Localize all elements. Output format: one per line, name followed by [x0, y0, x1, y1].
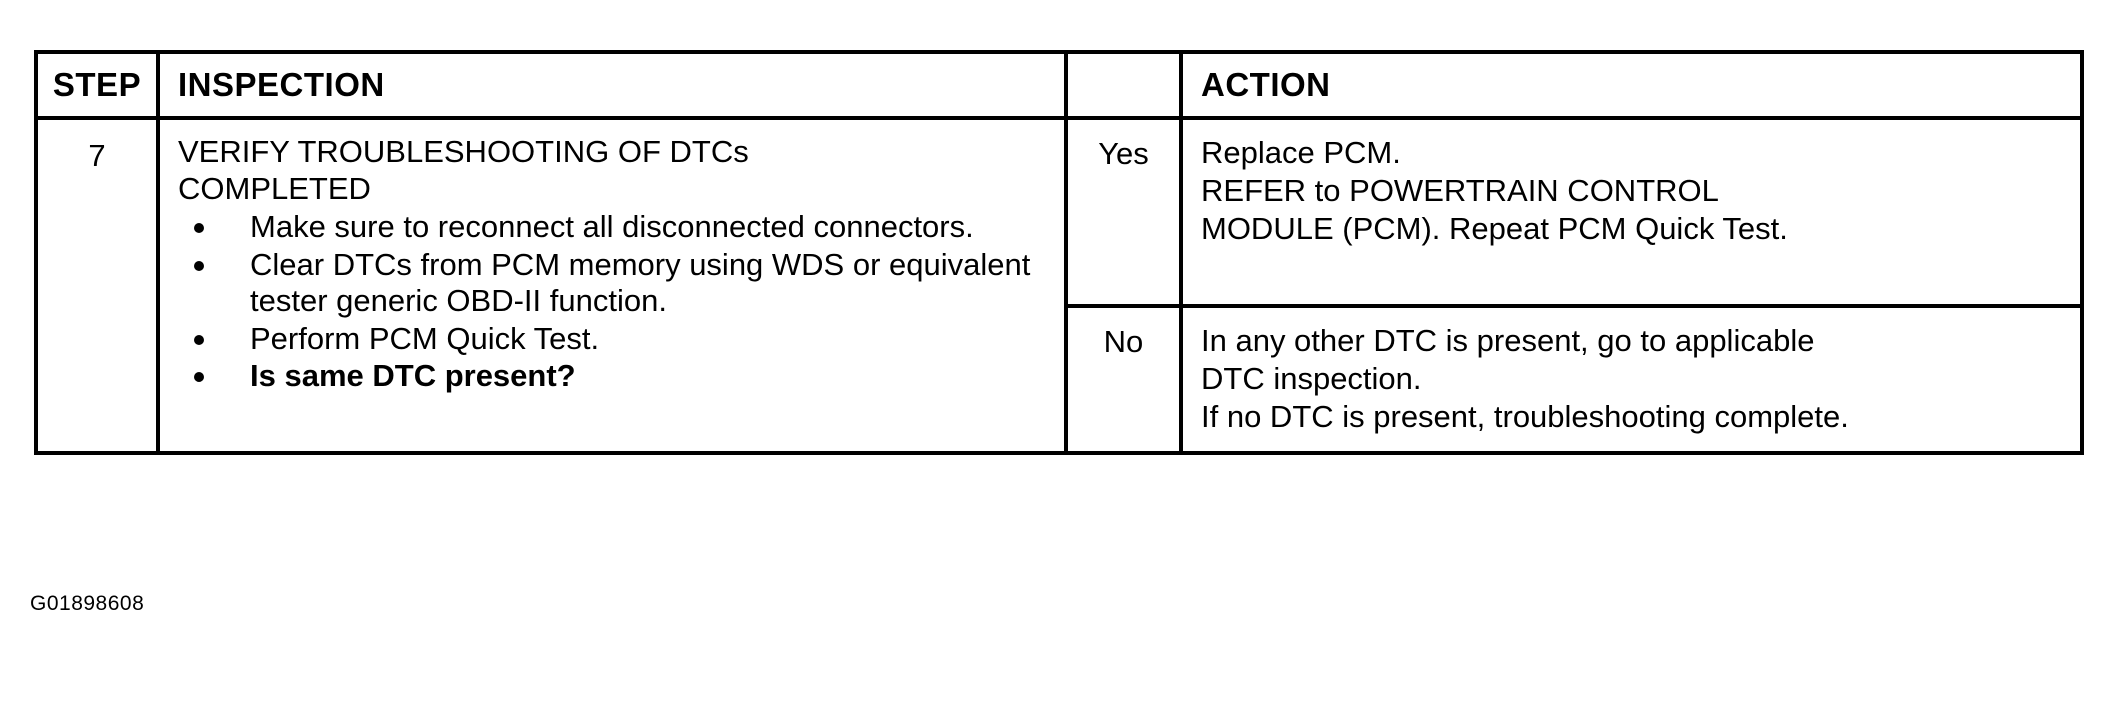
header-inspection: INSPECTION [156, 50, 1068, 120]
bullet-text: Is same DTC present? [250, 358, 576, 394]
table-header: STEP INSPECTION ACTION [34, 50, 2084, 120]
table-row: 7 VERIFY TROUBLESHOOTING OF DTCs COMPLET… [34, 115, 2084, 456]
bullet-icon [194, 372, 204, 383]
bullet-icon [194, 334, 204, 345]
header-yesno-blank [1064, 50, 1183, 120]
action-cell-no: In any other DTC is present, go to appli… [1179, 303, 2084, 456]
table-body: 7 VERIFY TROUBLESHOOTING OF DTCs COMPLET… [34, 115, 2084, 456]
list-item: Perform PCM Quick Test. [178, 321, 1050, 358]
header-step: STEP [34, 50, 160, 120]
diagnostic-procedure-table: STEP INSPECTION ACTION 7 VERIFY TROUBLES… [34, 50, 2084, 456]
action-text: Replace PCM. REFER to POWERTRAIN CONTROL… [1201, 135, 1788, 246]
step-number: 7 [34, 115, 160, 456]
header-action: ACTION [1179, 50, 2084, 120]
header-row: STEP INSPECTION ACTION [34, 50, 2084, 120]
action-text: In any other DTC is present, go to appli… [1201, 323, 1849, 434]
list-item: Clear DTCs from PCM memory using WDS or … [178, 247, 1050, 320]
result-label-yes: Yes [1064, 116, 1183, 308]
bullet-icon [194, 223, 204, 234]
result-label-no: No [1064, 303, 1183, 456]
bullet-icon [194, 260, 204, 271]
table-row: No In any other DTC is present, go to ap… [36, 303, 2084, 456]
bullet-text: Clear DTCs from PCM memory using WDS or … [250, 246, 1031, 319]
inspection-bullet-list: Make sure to reconnect all disconnected … [178, 209, 1050, 395]
inspection-title: VERIFY TROUBLESHOOTING OF DTCs COMPLETED [178, 134, 749, 206]
action-cell-yes: Replace PCM. REFER to POWERTRAIN CONTROL… [1179, 116, 2084, 308]
list-item: Is same DTC present? [178, 358, 1050, 395]
inspection-cell: VERIFY TROUBLESHOOTING OF DTCs COMPLETED… [156, 115, 1068, 456]
list-item: Make sure to reconnect all disconnected … [178, 209, 1050, 246]
bullet-text: Make sure to reconnect all disconnected … [250, 209, 974, 245]
figure-id: G01898608 [30, 592, 145, 615]
bullet-text: Perform PCM Quick Test. [250, 320, 600, 356]
